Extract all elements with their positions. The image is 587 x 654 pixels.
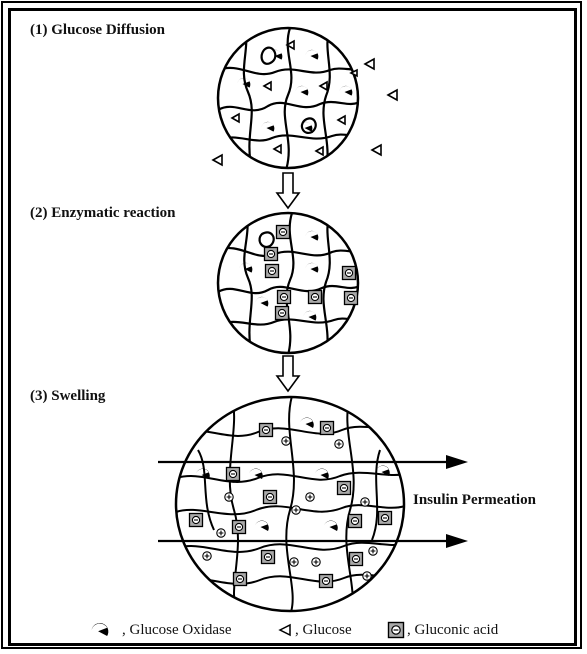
legend-icons bbox=[91, 621, 405, 639]
permeation-arrows bbox=[158, 455, 468, 548]
legend-acid-label: , Gluconic acid bbox=[407, 622, 499, 638]
sphere-swelling bbox=[158, 395, 468, 613]
glucose-icons bbox=[211, 39, 398, 167]
step-1-label: (1) Glucose Diffusion bbox=[30, 22, 165, 38]
step-3-label: (3) Swelling bbox=[30, 388, 106, 404]
step-2-label: (2) Enzymatic reaction bbox=[30, 205, 176, 221]
gluconic-acid-icons bbox=[263, 224, 359, 321]
sphere-glucose-diffusion bbox=[211, 26, 398, 170]
down-arrow-2 bbox=[275, 355, 301, 393]
insulin-permeation-label: Insulin Permeation bbox=[413, 492, 536, 508]
down-arrow-1 bbox=[275, 172, 301, 210]
sphere-enzymatic-reaction bbox=[216, 211, 360, 355]
legend-glucose-icon bbox=[278, 623, 291, 637]
glucose-oxidase-icons bbox=[196, 417, 390, 531]
positive-charge-icons bbox=[202, 436, 378, 581]
legend-glucose-label: , Glucose bbox=[295, 622, 352, 638]
legend-oxidase-icon bbox=[91, 623, 109, 636]
glucose-oxidase-icons bbox=[237, 49, 353, 132]
legend-oxidase-label: , Glucose Oxidase bbox=[122, 622, 232, 638]
gluconic-acid-icons bbox=[188, 420, 393, 589]
inner-frame bbox=[8, 8, 577, 646]
legend-acid-icon bbox=[387, 621, 405, 639]
glucose-oxidase-icons bbox=[239, 230, 319, 321]
